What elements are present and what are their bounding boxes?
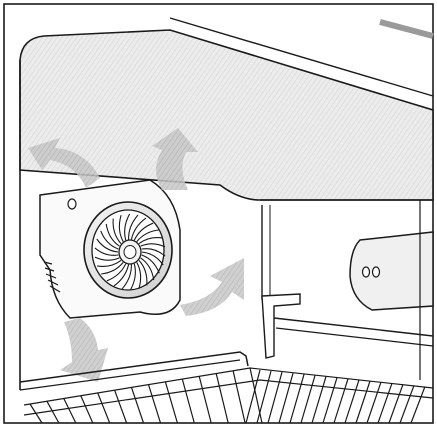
shelf-wire: [267, 372, 283, 424]
shelf-wire: [215, 373, 229, 424]
fan-blade: [113, 264, 130, 287]
top-right-shadow: [379, 19, 434, 39]
airflow-arrow-icon-up: [152, 128, 198, 190]
fan-blade: [101, 262, 124, 275]
fan-blade: [138, 237, 163, 245]
fan-blade: [121, 264, 132, 290]
shelf-wire: [289, 374, 305, 424]
shelf-wire: [388, 384, 404, 424]
shelf-wire: [366, 381, 382, 424]
shelf-wire: [198, 376, 212, 424]
wire-shelf-icon: [23, 367, 434, 424]
shelf-wire: [344, 379, 360, 424]
fan-blade: [106, 263, 127, 282]
fan-blade: [136, 229, 159, 242]
fan-blade: [96, 238, 119, 253]
shelf-wire: [245, 369, 261, 424]
shelf-wire: [63, 398, 77, 424]
airflow-arrow-icon-down: [60, 318, 108, 382]
housing-vents: [43, 261, 61, 293]
shelf-wire: [311, 376, 327, 424]
airflow-arrow-icon-up-left: [28, 138, 100, 188]
shelf-wire: [322, 377, 338, 424]
fan-blade: [124, 213, 131, 241]
fan-blade: [130, 217, 147, 240]
shelf-wire: [80, 395, 94, 424]
shelf-wire: [256, 370, 272, 424]
fan-blade: [141, 248, 166, 257]
fan-blade: [128, 214, 139, 240]
fan-blade: [136, 262, 142, 289]
fan-blade: [140, 257, 155, 281]
shelf-wire: [46, 400, 60, 424]
fan-blade: [140, 243, 166, 248]
housing-screw: [67, 198, 77, 210]
fan-blade: [105, 223, 120, 247]
shelf-wire: [410, 386, 426, 424]
side-rail-lower: [275, 327, 434, 347]
shelf-wire: [333, 378, 349, 424]
interior-light-icon: [349, 231, 434, 311]
shelf-wire: [232, 370, 246, 424]
shelf-wire: [355, 380, 371, 424]
fan-blade: [112, 218, 122, 244]
fan-icon: [83, 201, 173, 299]
fan-blade: [118, 215, 124, 242]
rear-shelf-rail: [19, 351, 249, 383]
shelf-bracket: [261, 293, 301, 359]
shelf-wire: [399, 385, 415, 424]
shelf-wire: [377, 383, 393, 424]
shelf-wire: [147, 384, 162, 424]
ceiling-edge-line: [169, 17, 434, 97]
fan-blade: [100, 230, 119, 250]
shelf-wire: [278, 373, 294, 424]
shelf-wire: [97, 392, 111, 424]
fan-blade: [141, 251, 164, 266]
fan-blade: [94, 256, 120, 261]
shelf-wire: [300, 375, 316, 424]
shelf-wire: [114, 389, 128, 424]
fan-blade: [138, 260, 148, 286]
shelf-wire: [164, 381, 178, 424]
fan-blade: [133, 222, 154, 241]
fan-blade: [141, 254, 160, 274]
shelf-wire: [181, 378, 195, 424]
fan-blade: [129, 263, 136, 291]
rear-shelf-rail-inner: [19, 359, 241, 391]
side-rail-upper: [273, 317, 434, 337]
shelf-wire: [29, 403, 43, 424]
airflow-arrow-icon-right: [180, 258, 244, 316]
fan-blade: [94, 247, 119, 256]
shelf-wire: [130, 387, 145, 424]
fan-blade: [97, 259, 122, 267]
